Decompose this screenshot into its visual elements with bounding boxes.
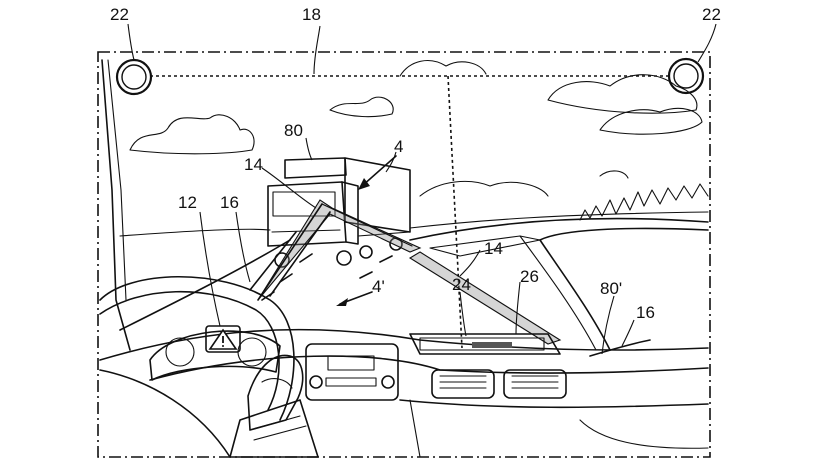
- label-camera-left: 22: [110, 5, 129, 24]
- warning-triangle-icon: [206, 326, 240, 352]
- leader-lines: [128, 24, 716, 354]
- cloud-right-low: [600, 108, 702, 134]
- a-pillar: [102, 60, 130, 350]
- label-beam-road: 14: [484, 239, 503, 258]
- cloud-top: [400, 61, 486, 76]
- label-truck-target: 4: [394, 137, 403, 156]
- radio-unit: [306, 344, 398, 400]
- cloud-left: [130, 115, 254, 154]
- dashboard-lower: [400, 400, 708, 407]
- wiper-right: [590, 340, 650, 356]
- cloud-small: [600, 171, 628, 178]
- instrument-cluster: [150, 331, 280, 380]
- label-warning: 12: [178, 193, 197, 212]
- label-frame: 18: [302, 5, 321, 24]
- label-truck: 80: [284, 121, 303, 140]
- label-camera-right: 22: [702, 5, 721, 24]
- label-beam-truck: 14: [244, 155, 263, 174]
- label-display: 26: [520, 267, 539, 286]
- dashboard-line: [150, 356, 708, 380]
- beam-to-road: [410, 252, 560, 344]
- camera-circle-icon: [117, 60, 151, 94]
- label-road-target: 4': [372, 277, 385, 296]
- cloud-horizon: [420, 181, 548, 196]
- truck-target-arrow: [362, 156, 396, 186]
- glovebox: [580, 420, 708, 448]
- label-windshield-reflection: 80': [600, 279, 622, 298]
- label-wiper-right: 16: [636, 303, 655, 322]
- driver-shoulder: [100, 370, 230, 457]
- console-line: [410, 400, 420, 457]
- cloud-mid: [330, 97, 393, 117]
- label-projector: 24: [452, 275, 471, 294]
- windshield-frame: [98, 52, 710, 457]
- label-wiper-left: 16: [220, 193, 239, 212]
- horizon: [120, 229, 270, 236]
- air-vents: [432, 370, 566, 398]
- road-curve-inner: [540, 228, 708, 240]
- dashboard-top: [100, 330, 708, 360]
- camera-circle-icon: [669, 59, 703, 93]
- road-target-arrowhead: [336, 298, 348, 306]
- projection-line: [448, 76, 462, 348]
